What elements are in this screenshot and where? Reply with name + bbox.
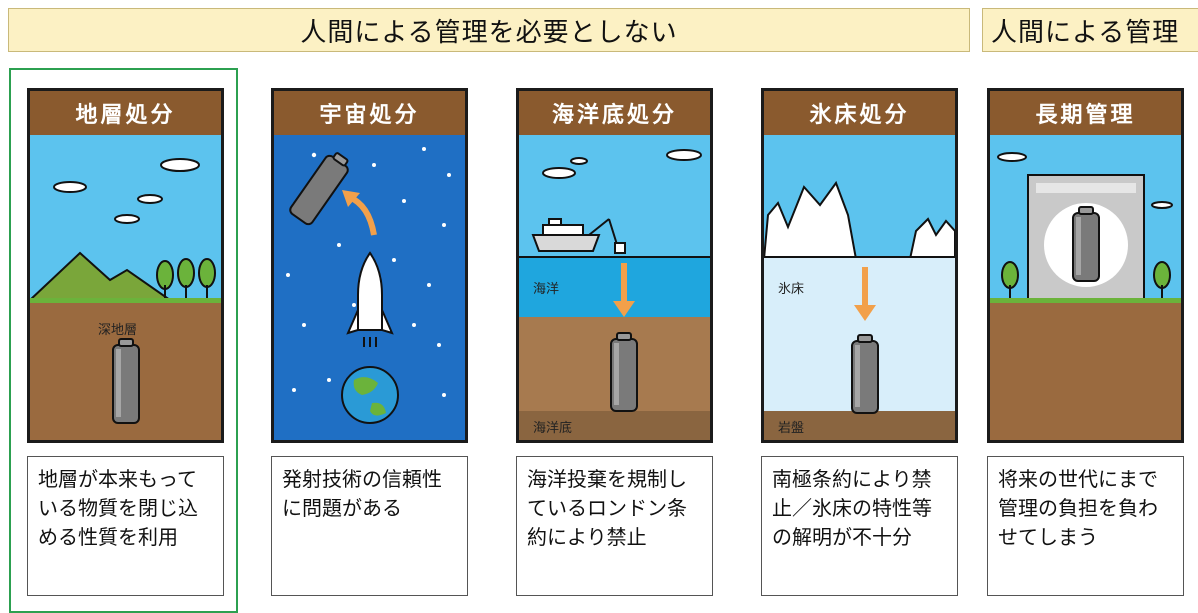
arrow-icon [613,263,635,317]
panel-title-long-term: 長期管理 [990,91,1181,135]
panel-seabed-disposal: 海洋底処分 海洋 海洋底 [516,88,713,443]
rocket-icon [346,251,394,347]
label-deep-stratum: 深地層 [98,323,138,338]
panel-space-disposal: 宇宙処分 [271,88,468,443]
earth-icon [341,366,399,424]
iceberg-icon [764,180,955,260]
panel-title-seabed: 海洋底処分 [519,91,710,135]
storage-facility-scene [990,135,1181,440]
panel-title-geological: 地層処分 [30,91,221,135]
star-icon [286,147,451,397]
space-scene [274,135,465,440]
panel-geological-disposal: 地層処分 深地層 [27,88,224,443]
panel-title-ice-sheet: 氷床処分 [764,91,955,135]
banner-no-human-management: 人間による管理を必要としない [8,8,970,52]
ice-sheet-scene [764,135,955,440]
seabed-scene [519,135,710,440]
label-bedrock: 岩盤 [778,421,805,436]
description-space: 発射技術の信頼性に問題がある [271,456,468,596]
tree-icon [1001,261,1171,300]
canister-icon [610,332,638,412]
panel-ice-sheet-disposal: 氷床処分 氷床 岩盤 [761,88,958,443]
label-seabed: 海洋底 [533,421,573,436]
cloud-icon [997,152,1173,209]
cloud-icon [542,149,702,179]
canister-icon [289,152,349,226]
banner-no-human-management-label: 人間による管理を必要としない [300,17,678,48]
panel-title-space: 宇宙処分 [274,91,465,135]
description-long-term: 将来の世代にまで管理の負担を負わせてしまう [987,456,1184,596]
label-ocean: 海洋 [533,282,560,297]
banner-human-management-label: 人間による管理 [991,17,1180,48]
arrow-icon [854,267,876,321]
panel-long-term-management: 長期管理 [987,88,1184,443]
cloud-icon [53,158,200,224]
canister-icon [1072,206,1100,282]
description-ice-sheet: 南極条約により禁止／氷床の特性等の解明が不十分 [761,456,958,596]
banner-human-management: 人間による管理 [982,8,1198,52]
ship-icon [531,218,626,254]
geological-scene [30,135,221,440]
description-seabed: 海洋投棄を規制しているロンドン条約により禁止 [516,456,713,596]
canister-icon [112,338,140,424]
canister-icon [851,334,879,414]
description-geological: 地層が本来もっている物質を閉じ込める性質を利用 [27,456,224,596]
label-ice-sheet: 氷床 [778,282,805,297]
tree-icon [156,258,216,300]
